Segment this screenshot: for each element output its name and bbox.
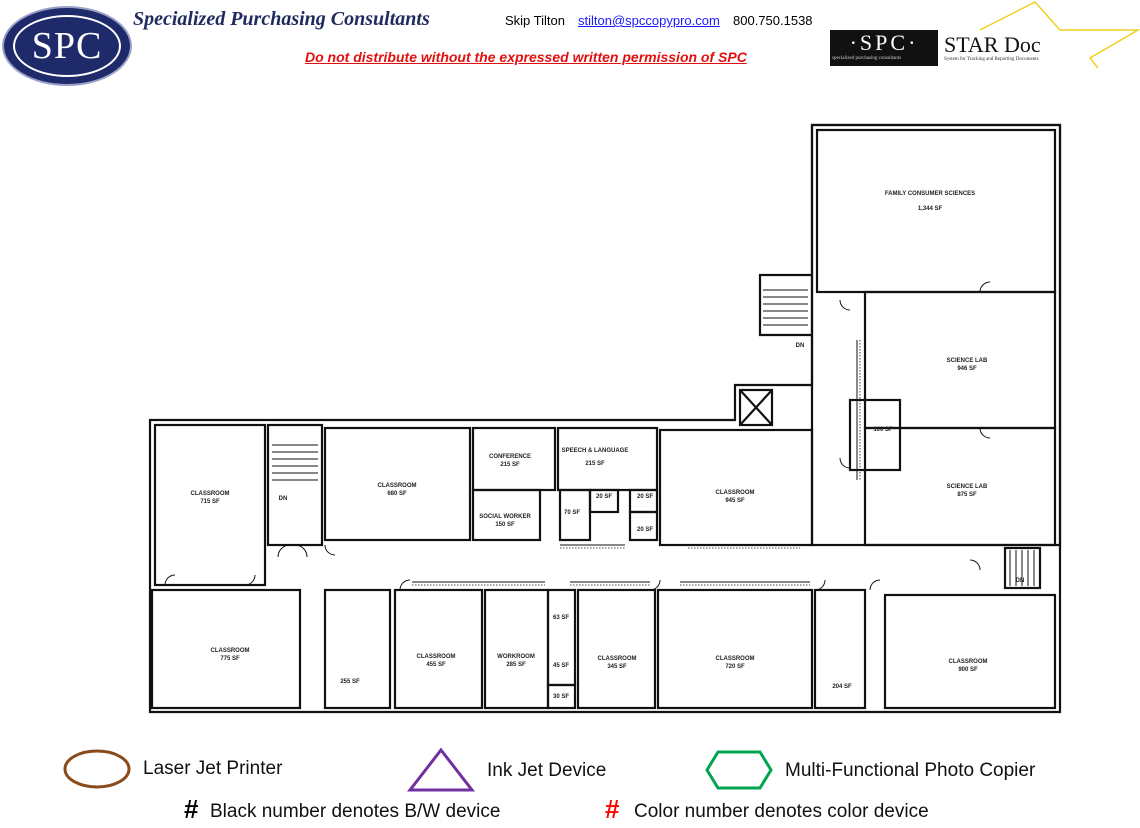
room-area: 345 SF xyxy=(607,664,627,670)
contact-email-link[interactable]: stilton@spccopypro.com xyxy=(578,13,720,28)
room-area: 100 SF xyxy=(873,427,893,433)
room-area: 455 SF xyxy=(426,662,446,668)
contact-name: Skip Tilton xyxy=(505,13,565,28)
room-area: 285 SF xyxy=(506,662,526,668)
room-label: SCIENCE LAB xyxy=(947,484,988,490)
room-label: CLASSROOM xyxy=(378,483,417,489)
inkjet-triangle-icon xyxy=(406,747,476,792)
room-label: CONFERENCE xyxy=(489,454,531,460)
star-doc-tagline: System for Tracking and Reporting Docume… xyxy=(944,57,1039,62)
laser-printer-ellipse-icon xyxy=(63,749,131,789)
stair-treads xyxy=(272,289,1035,586)
star-outline-icon xyxy=(979,1,1140,69)
room-label: SPEECH & LANGUAGE xyxy=(562,448,629,454)
room-labels: CLASSROOM 715 SF CLASSROOM 680 SF CONFEREN… xyxy=(191,191,1025,700)
star-doc-logo-left: ·SPC· xyxy=(849,30,919,55)
room-area: 70 SF xyxy=(564,510,580,516)
room-area: 255 SF xyxy=(340,679,360,685)
room-area: 900 SF xyxy=(958,667,978,673)
room-area: 720 SF xyxy=(725,664,745,670)
room-area: 680 SF xyxy=(387,491,407,497)
star-doc-logo-mark: ·SPC· specialized purchasing consultants xyxy=(830,30,938,66)
room-area: 875 SF xyxy=(957,492,977,498)
spc-logo-text: SPC xyxy=(13,15,121,77)
room-label: WORKROOM xyxy=(497,654,535,660)
room-label: CLASSROOM xyxy=(191,491,230,497)
room-label: SCIENCE LAB xyxy=(947,358,988,364)
room-area: 775 SF xyxy=(220,656,240,662)
company-name: Specialized Purchasing Consultants xyxy=(133,8,430,30)
room-label: FAMILY CONSUMER SCIENCES xyxy=(885,191,975,197)
door-swings xyxy=(164,281,991,591)
stair-label: DN xyxy=(796,343,805,349)
room-area: 63 SF xyxy=(553,615,569,621)
hatched-lockers xyxy=(412,340,861,586)
walls xyxy=(148,123,1062,714)
legend-bw-note: Black number denotes B/W device xyxy=(210,801,501,822)
copier-hexagon-icon xyxy=(705,750,773,790)
stair-label: DN xyxy=(1016,578,1025,584)
room-area: 45 SF xyxy=(553,663,569,669)
star-doc-logo-sub: specialized purchasing consultants xyxy=(832,56,902,61)
bw-hash-icon: # xyxy=(184,794,199,824)
room-label: SOCIAL WORKER xyxy=(479,514,531,520)
distribution-warning: Do not distribute without the expressed … xyxy=(305,49,747,65)
room-label: CLASSROOM xyxy=(949,659,988,665)
room-area: 204 SF xyxy=(832,684,852,690)
star-doc-title: STAR Doc xyxy=(944,32,1041,57)
room-area: 215 SF xyxy=(585,461,605,467)
legend-laser-label: Laser Jet Printer xyxy=(143,758,283,779)
stair-label: DN xyxy=(279,496,288,502)
room-label: CLASSROOM xyxy=(716,656,755,662)
room-area: 715 SF xyxy=(200,499,220,505)
room-area: 20 SF xyxy=(637,494,653,500)
spc-logo: SPC xyxy=(2,6,132,86)
room-label: CLASSROOM xyxy=(211,648,250,654)
room-area: 945 SF xyxy=(725,498,745,504)
room-area: 1,344 SF xyxy=(918,206,943,212)
legend-color-note: Color number denotes color device xyxy=(634,801,929,822)
room-area: 30 SF xyxy=(553,694,569,700)
room-area: 20 SF xyxy=(637,527,653,533)
room-label: CLASSROOM xyxy=(417,654,456,660)
color-hash-icon: # xyxy=(605,794,620,824)
room-area: 215 SF xyxy=(500,462,520,468)
room-label: CLASSROOM xyxy=(598,656,637,662)
room-area: 20 SF xyxy=(596,494,612,500)
legend-copier-label: Multi-Functional Photo Copier xyxy=(785,760,1036,781)
room-area: 946 SF xyxy=(957,366,977,372)
contact-phone: 800.750.1538 xyxy=(733,13,813,28)
legend-inkjet-label: Ink Jet Device xyxy=(487,760,607,781)
room-area: 150 SF xyxy=(495,522,515,528)
room-label: CLASSROOM xyxy=(716,490,755,496)
